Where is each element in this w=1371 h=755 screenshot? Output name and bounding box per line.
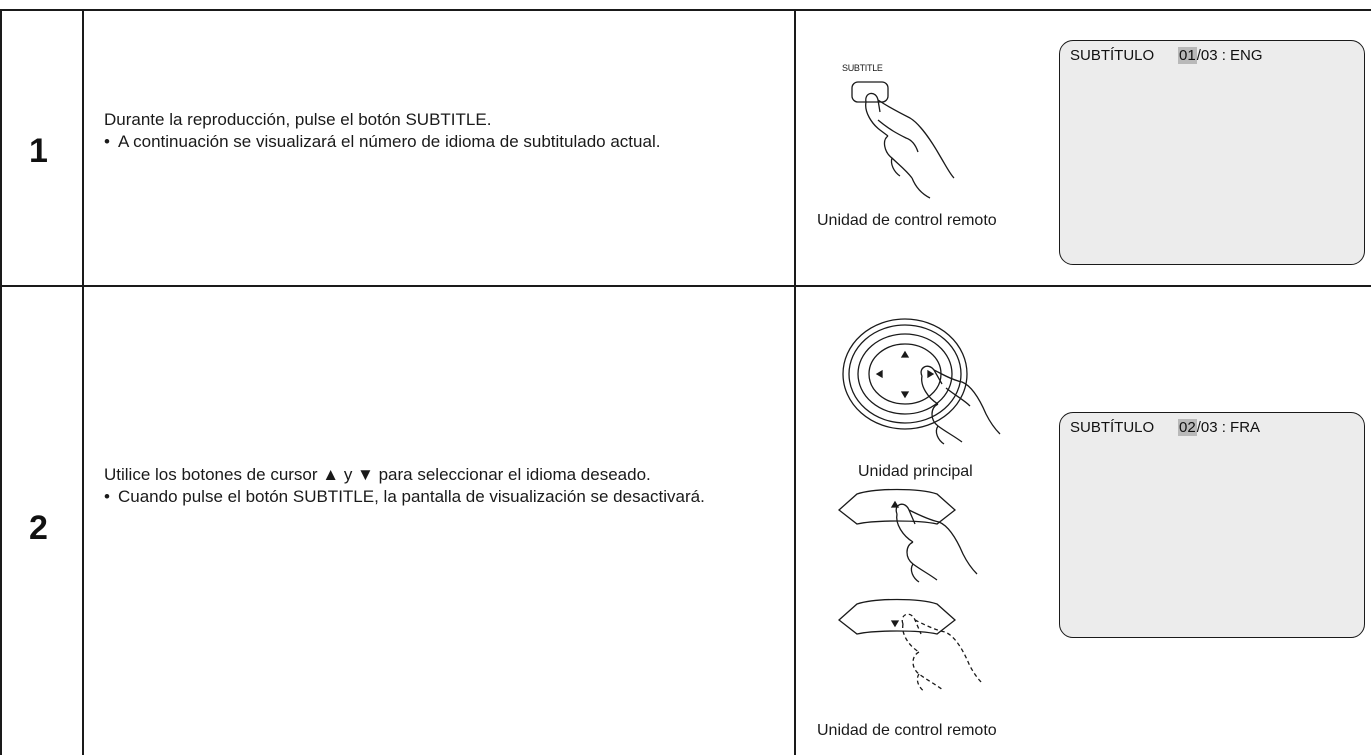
cursor-up-button-icon <box>837 488 957 525</box>
remote-caption: Unidad de control remoto <box>817 722 997 739</box>
hand-pointer-icon <box>920 365 1001 445</box>
osd-screen: SUBTÍTULO 01/03 : ENG <box>1059 40 1365 265</box>
cursor-down-button-icon <box>837 598 957 635</box>
remote-subtitle-button-illustration <box>851 81 955 199</box>
subtitle-button-icon <box>851 81 889 103</box>
bullet-text: A continuación se visualizará el número … <box>118 132 661 151</box>
osd-screen: SUBTÍTULO 02/03 : FRA <box>1059 412 1365 638</box>
osd-language: /03 : ENG <box>1196 47 1263 64</box>
table-top-border <box>0 9 1371 11</box>
table-left-border <box>0 9 2 755</box>
number-column-divider <box>82 9 84 755</box>
step-bullet: • A continuación se visualizará el númer… <box>104 131 786 153</box>
main-unit-caption: Unidad principal <box>858 463 973 480</box>
cursor-dial-icon <box>842 318 968 430</box>
step-bullet: • Cuando pulse el botón SUBTITLE, la pan… <box>104 486 786 508</box>
remote-cursor-buttons-illustration <box>837 488 984 693</box>
osd-label: SUBTÍTULO <box>1070 419 1155 436</box>
main-unit-cursor-illustration <box>842 318 1001 445</box>
step-number: 1 <box>29 132 48 170</box>
hand-pointer-icon <box>901 613 984 693</box>
step-instruction: Durante la reproducción, pulse el botón … <box>104 110 492 129</box>
row-divider <box>0 285 1371 287</box>
bullet-dot: • <box>104 132 110 151</box>
osd-highlight-number: 01 <box>1178 47 1197 64</box>
step-number: 2 <box>29 509 48 547</box>
osd-highlight-number: 02 <box>1178 419 1197 436</box>
step-text: Durante la reproducción, pulse el botón … <box>104 109 786 153</box>
osd-language: /03 : FRA <box>1196 419 1261 436</box>
hand-pointer-icon <box>865 92 955 199</box>
step-instruction: Utilice los botones de cursor ▲ y ▼ para… <box>104 465 651 484</box>
osd-subtitle-line: SUBTÍTULO 02/03 : FRA <box>1070 419 1260 436</box>
illustration-column-divider <box>794 9 796 755</box>
bullet-text: Cuando pulse el botón SUBTITLE, la panta… <box>118 487 705 506</box>
bullet-dot: • <box>104 487 110 506</box>
subtitle-button-label: SUBTITLE <box>842 63 883 73</box>
osd-label: SUBTÍTULO <box>1070 47 1155 64</box>
illustration-caption: Unidad de control remoto <box>817 212 997 229</box>
step-text: Utilice los botones de cursor ▲ y ▼ para… <box>104 464 786 508</box>
hand-pointer-icon <box>895 503 978 583</box>
osd-subtitle-line: SUBTÍTULO 01/03 : ENG <box>1070 47 1263 64</box>
